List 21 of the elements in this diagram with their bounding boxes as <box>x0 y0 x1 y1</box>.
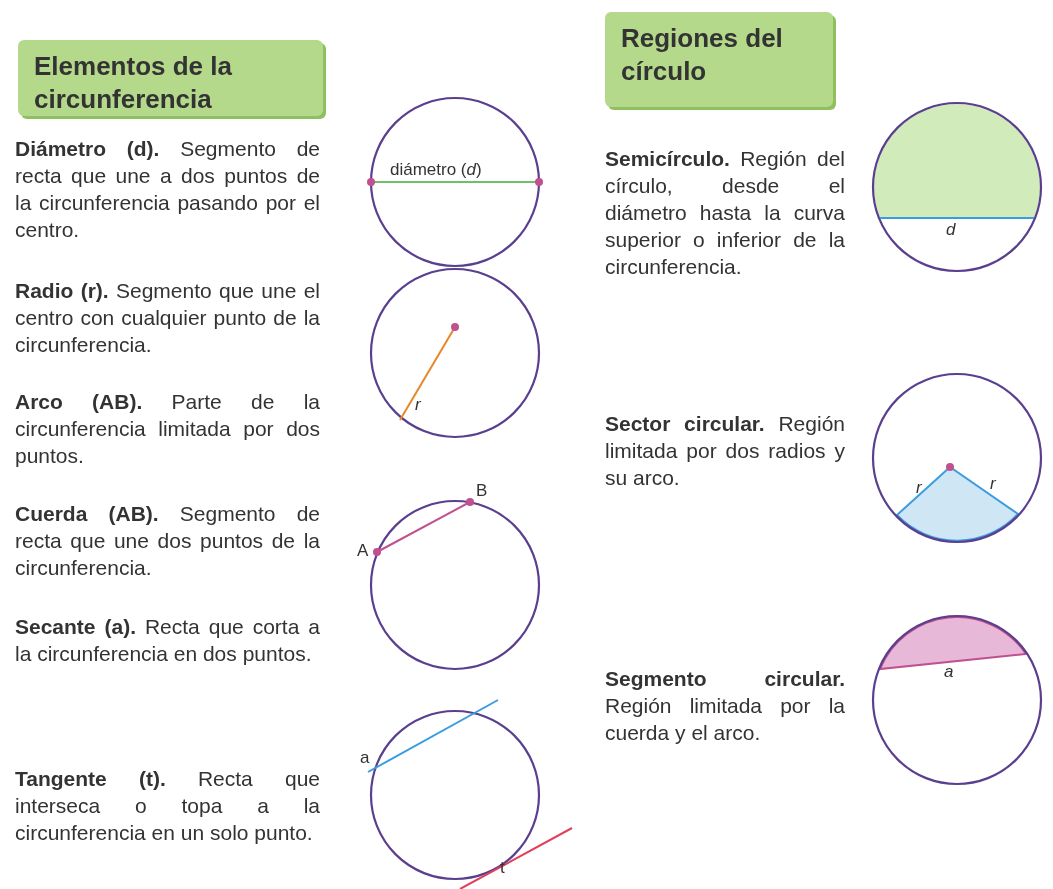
figure-label: t <box>500 858 505 878</box>
figure-label: a <box>360 748 370 768</box>
definition-text: Diámetro (d). Segmento de recta que une a dos puntos de la circunferencia pasando por el centro. <box>15 136 320 243</box>
figure-label: r <box>916 478 922 498</box>
definition-text: Radio (r). Segmento que une el centro con cualquier punto de la circunferencia. <box>15 278 320 358</box>
figure-label: A <box>357 541 369 561</box>
definition-text: Cuerda (AB). Segmento de recta que une dos puntos de la circunferencia. <box>15 501 320 581</box>
figure-label: a <box>944 662 954 682</box>
heading-box: Regiones del círculo <box>605 12 833 107</box>
figure-label: r <box>990 474 996 494</box>
figure-label: diámetro (d) <box>390 160 482 180</box>
heading-box: Elementos de la circunferencia <box>18 40 323 116</box>
definition-text: Tangente (t). Recta que interseca o topa a la circunferencia en un solo punto. <box>15 766 320 846</box>
definition-text: Semicírculo. Región del círculo, desde el diámetro hasta la curva superior o inferior de la circunferencia. <box>605 146 845 280</box>
definition-text: Arco (AB). Parte de la circunferencia limitada por dos puntos. <box>15 389 320 469</box>
definition-text: Secante (a). Recta que corta a la circunferencia en dos puntos. <box>15 614 320 667</box>
definition-text: Segmento circular. Región limitada por la cuerda y el arco. <box>605 666 845 746</box>
definition-text: Sector circular. Región limitada por dos radios y su arco. <box>605 411 845 491</box>
figure-label: d <box>946 220 956 240</box>
figure-label: B <box>476 481 488 501</box>
figure-label: r <box>415 395 421 415</box>
